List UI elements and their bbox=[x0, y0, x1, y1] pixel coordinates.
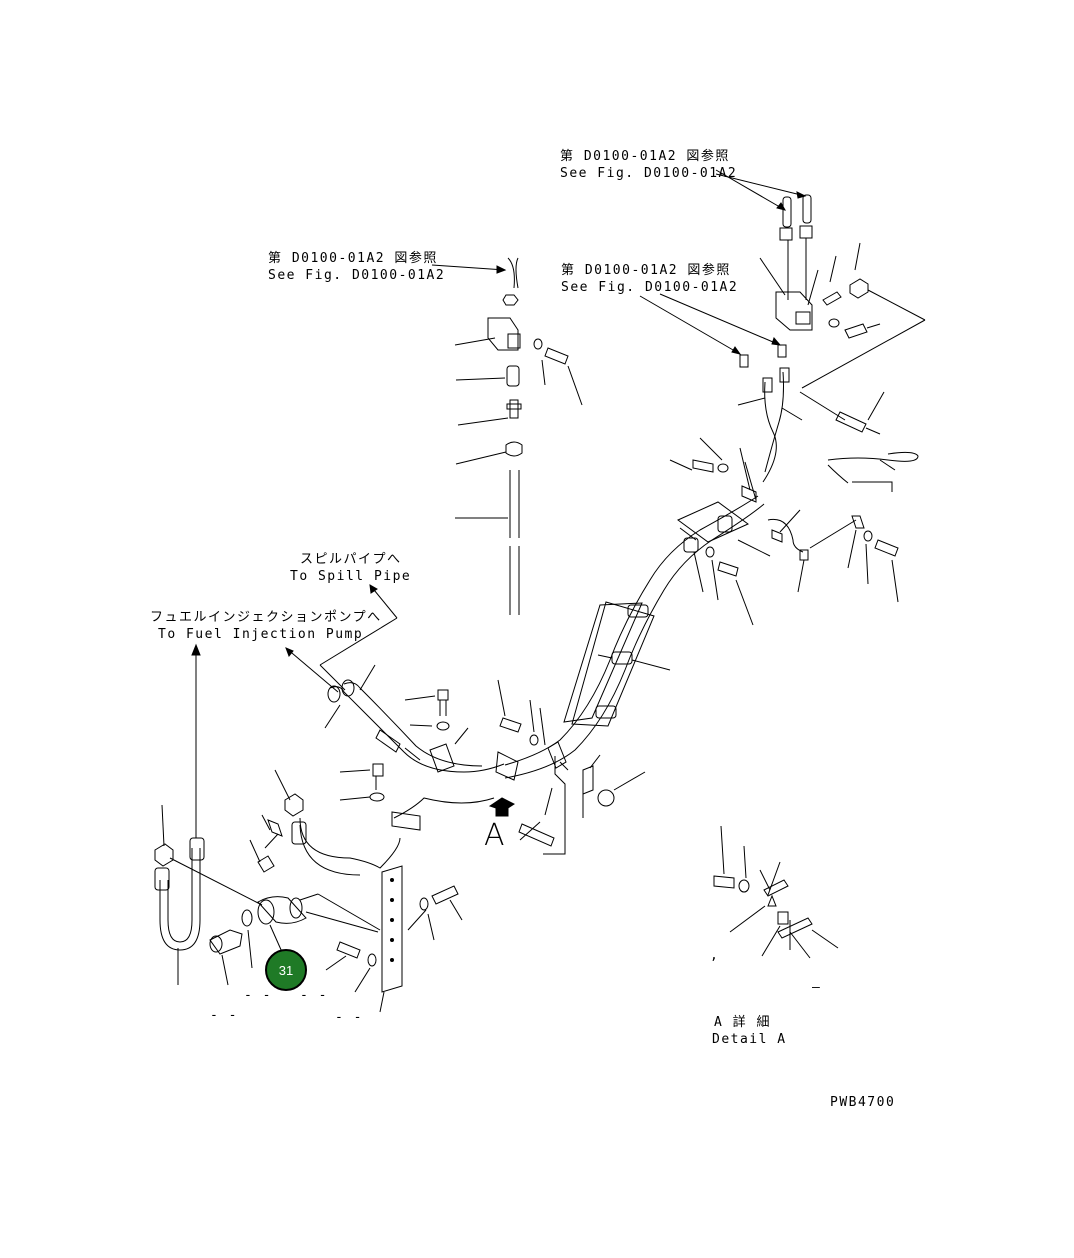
fuel-pump-en: To Fuel Injection Pump bbox=[158, 627, 364, 642]
view-a-marker: A bbox=[484, 818, 505, 853]
dash-mark-3: - - bbox=[210, 1008, 238, 1023]
ref-left-jp: 第 D0100-01A2 図参照 bbox=[268, 251, 438, 266]
ref-mid-right-jp: 第 D0100-01A2 図参照 bbox=[561, 263, 731, 278]
right-clip-cluster bbox=[767, 509, 899, 603]
spill-pipe-jp: スピルパイプへ bbox=[300, 552, 402, 567]
dash-mark-4: - - bbox=[335, 1010, 363, 1025]
detail-a-en: Detail A bbox=[712, 1032, 787, 1047]
dash-mark-6: , bbox=[710, 948, 720, 963]
mid-right-fittings bbox=[639, 293, 919, 503]
dash-mark-5: – bbox=[812, 980, 822, 995]
ref-top-right-en: See Fig. D0100-01A2 bbox=[560, 166, 738, 181]
part-callout-31[interactable]: 31 bbox=[265, 949, 307, 991]
drawing-code: PWB4700 bbox=[830, 1095, 896, 1110]
top-right-connectors bbox=[715, 169, 926, 389]
fuel-pump-jp: フュエルインジェクションポンプへ bbox=[150, 610, 382, 625]
ref-left-en: See Fig. D0100-01A2 bbox=[268, 268, 446, 283]
main-hose bbox=[504, 495, 771, 779]
vertical-pipe-assembly bbox=[431, 257, 583, 615]
detail-a-jp: A 詳 細 bbox=[714, 1015, 771, 1030]
bottom-left-assembly bbox=[154, 804, 463, 1013]
detail-a-view bbox=[713, 825, 839, 959]
left-branch bbox=[191, 584, 646, 876]
ref-top-right-jp: 第 D0100-01A2 図参照 bbox=[560, 149, 730, 164]
dash-mark-2: - - bbox=[300, 988, 328, 1003]
dash-mark-1: - - bbox=[244, 988, 272, 1003]
ref-mid-right-en: See Fig. D0100-01A2 bbox=[561, 280, 739, 295]
spill-pipe-en: To Spill Pipe bbox=[290, 569, 412, 584]
